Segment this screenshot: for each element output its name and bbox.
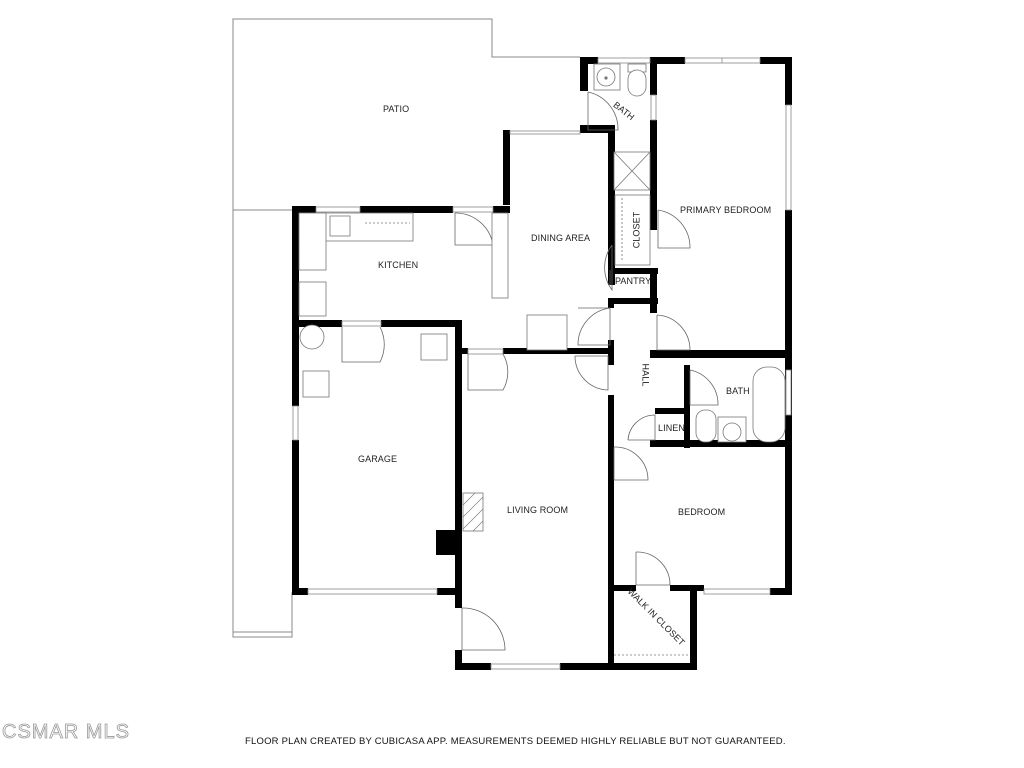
- disclaimer-text: FLOOR PLAN CREATED BY CUBICASA APP. MEAS…: [245, 736, 786, 747]
- label-linen: LINEN: [658, 423, 686, 433]
- label-primary-bedroom: PRIMARY BEDROOM: [680, 205, 772, 215]
- patio-outline: [232, 18, 580, 638]
- label-dining-area: DINING AREA: [531, 233, 591, 243]
- windows: [292, 57, 792, 670]
- mls-watermark: CSMAR MLS: [2, 721, 130, 744]
- fixtures: [298, 63, 786, 656]
- label-bath: BATH: [726, 386, 750, 396]
- label-hall: HALL: [640, 363, 651, 387]
- label-bedroom: BEDROOM: [678, 507, 726, 517]
- doors: [341, 91, 719, 651]
- label-living-room: LIVING ROOM: [507, 505, 569, 515]
- label-garage: GARAGE: [358, 454, 398, 464]
- label-closet: CLOSET: [631, 211, 642, 249]
- walls: [292, 57, 792, 670]
- label-kitchen: KITCHEN: [378, 260, 419, 270]
- label-pantry: PANTRY: [615, 276, 652, 286]
- fireplace-hatch: [462, 492, 484, 532]
- label-patio: PATIO: [383, 104, 410, 114]
